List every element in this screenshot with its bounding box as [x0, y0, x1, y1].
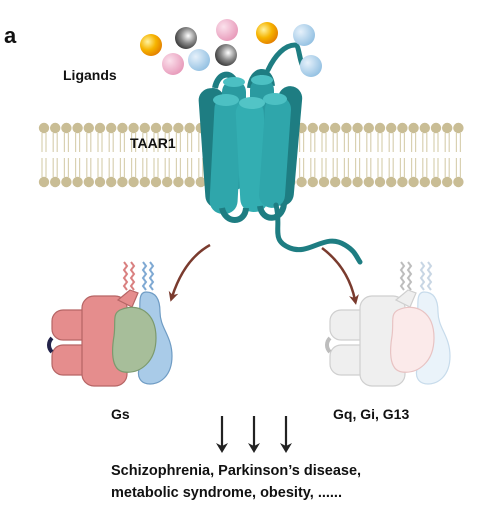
- lipid-head: [61, 122, 72, 134]
- lipid-head: [442, 176, 453, 188]
- lipid-head: [72, 176, 83, 188]
- lipid-head: [50, 176, 61, 188]
- lipid-head: [397, 176, 408, 188]
- lipid-head: [453, 122, 464, 134]
- ligand-yellow: [256, 22, 278, 44]
- lipid-head: [419, 176, 430, 188]
- lipid-head: [50, 122, 61, 134]
- lipid-head: [83, 176, 95, 188]
- lipid-head: [318, 176, 330, 188]
- lipid-head: [374, 176, 386, 188]
- lipid-head: [106, 176, 117, 188]
- lipid-head: [430, 122, 442, 134]
- lipid-head: [38, 176, 50, 188]
- arrow-to-other-g-proteins: [321, 247, 359, 305]
- other-g-proteins-label: Gq, Gi, G13: [333, 406, 409, 422]
- lipid-head: [386, 122, 397, 134]
- lipid-head: [318, 122, 330, 134]
- gs-label: Gs: [111, 406, 130, 422]
- lipid-head: [330, 176, 341, 188]
- lipid-head: [453, 176, 464, 188]
- ligand-black: [175, 27, 197, 49]
- lipid-head: [117, 176, 128, 188]
- lipid-head: [173, 122, 184, 134]
- lipid-head: [94, 122, 106, 134]
- lipid-head: [419, 122, 430, 134]
- lipid-head: [184, 176, 195, 188]
- lipid-head: [38, 122, 50, 134]
- lipid-head: [184, 122, 195, 134]
- other-g-proteins: [325, 261, 451, 387]
- lipid-head: [106, 122, 117, 134]
- lipid-head: [83, 122, 95, 134]
- lipid-head: [162, 122, 173, 134]
- lipid-head: [363, 176, 374, 188]
- lipid-head: [352, 122, 363, 134]
- lipid-head: [128, 122, 139, 134]
- lipid-head: [442, 122, 453, 134]
- lipid-head: [408, 122, 419, 134]
- diseases-line-1: Schizophrenia, Parkinson’s disease,: [111, 463, 361, 479]
- ligands-label: Ligands: [63, 67, 117, 83]
- ligand-blue: [293, 24, 315, 46]
- gs-protein: [47, 261, 173, 387]
- ligand-pink: [162, 53, 184, 75]
- lipid-head: [128, 176, 139, 188]
- lipid-head: [374, 122, 386, 134]
- ligand-blue: [188, 49, 210, 71]
- taar1-receptor: [198, 42, 363, 265]
- lipid-head: [139, 122, 150, 134]
- lipid-head: [430, 176, 442, 188]
- ligand-blue: [300, 55, 322, 77]
- lipid-head: [173, 176, 184, 188]
- lipid-head: [61, 176, 72, 188]
- lipid-head: [162, 176, 173, 188]
- lipid-head: [296, 176, 307, 188]
- lipid-head: [363, 122, 374, 134]
- lipid-head: [117, 122, 128, 134]
- lipid-head: [139, 176, 150, 188]
- lipid-head: [341, 176, 352, 188]
- downstream-arrows: [216, 416, 292, 453]
- lipid-head: [408, 176, 419, 188]
- lipid-head: [352, 176, 363, 188]
- lipid-head: [195, 176, 206, 188]
- lipid-head: [397, 122, 408, 134]
- lipid-head: [150, 122, 162, 134]
- ligand-yellow: [140, 34, 162, 56]
- ligand-group: [140, 19, 322, 77]
- lipid-head: [330, 122, 341, 134]
- panel-label: a: [4, 23, 17, 48]
- ligand-pink: [216, 19, 238, 41]
- receptor-label: TAAR1: [130, 135, 176, 151]
- lipid-head: [341, 122, 352, 134]
- diseases-line-2: metabolic syndrome, obesity, ......: [111, 485, 342, 501]
- lipid-head: [386, 176, 397, 188]
- lipid-head: [150, 176, 162, 188]
- lipid-head: [307, 176, 318, 188]
- lipid-head: [94, 176, 106, 188]
- ligand-black: [215, 44, 237, 66]
- lipid-head: [307, 122, 318, 134]
- arrow-to-gs: [168, 243, 211, 302]
- lipid-head: [72, 122, 83, 134]
